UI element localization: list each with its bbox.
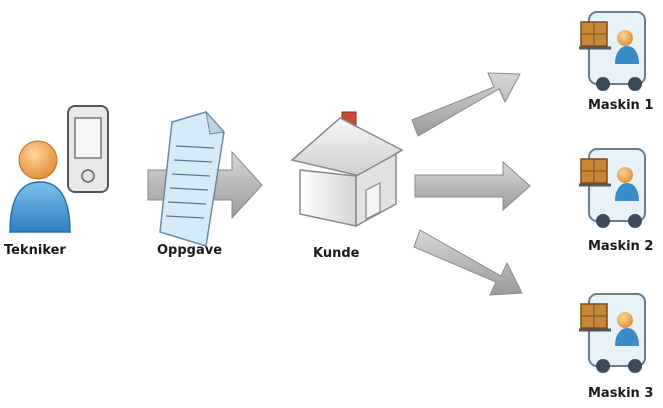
technician-label: Tekniker <box>4 243 66 258</box>
machine-2-label: Maskin 2 <box>588 239 654 254</box>
task-label: Oppgave <box>157 243 223 258</box>
document-icon <box>159 110 225 247</box>
house-icon <box>290 111 404 228</box>
technician-with-handheld-icon <box>9 105 109 233</box>
flow-arrow-machine-2 <box>414 160 531 212</box>
forklift-icon <box>579 293 646 373</box>
forklift-icon <box>579 148 646 228</box>
flow-arrow-machine-1 <box>411 72 521 137</box>
customer-label: Kunde <box>313 246 360 261</box>
machine-1-label: Maskin 1 <box>588 98 654 113</box>
machine-3-label: Maskin 3 <box>588 386 654 401</box>
flow-arrow-machine-3 <box>413 229 523 296</box>
forklift-icon <box>579 11 646 91</box>
